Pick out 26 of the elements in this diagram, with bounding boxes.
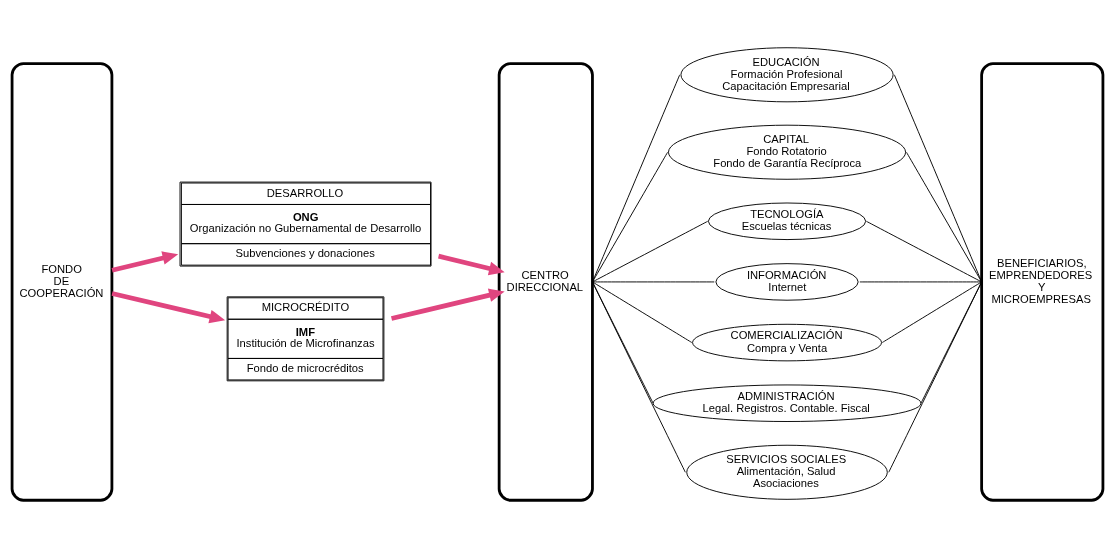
connector xyxy=(893,74,983,283)
arrow xyxy=(111,291,226,324)
connector xyxy=(881,281,983,344)
node-ellipse: TECNOLOGÍA Escuelas técnicas xyxy=(707,202,867,241)
connector xyxy=(592,151,669,283)
node-box: BENEFICIARIOS, EMPRENDEDORES Y MICROEMPRESAS xyxy=(980,62,1105,502)
connector xyxy=(592,281,686,473)
node-ellipse: COMERCIALIZACIÓN Compra y Venta xyxy=(692,323,882,362)
connector xyxy=(865,220,983,283)
connector xyxy=(592,220,709,283)
node-ellipse: EDUCACIÓN Formación Profesional Capacitación Empresarial xyxy=(680,47,894,103)
connector xyxy=(592,281,715,283)
node-ellipse: CAPITAL Fondo Rotatorio Fondo de Garantía Recíproca xyxy=(668,124,907,180)
connector xyxy=(906,151,983,283)
connector xyxy=(592,74,681,283)
node-box: FONDO DE COOPERACIÓN xyxy=(10,62,114,502)
arrow xyxy=(390,288,505,321)
node-ellipse: SERVICIOS SOCIALES Alimentación, Salud Asociaciones xyxy=(686,444,888,500)
connector xyxy=(592,281,693,344)
node-ellipse: INFORMACIÓN Internet xyxy=(715,263,859,301)
node-box: CENTRO DIRECCIONAL xyxy=(497,62,594,502)
arrow xyxy=(438,253,505,276)
connector xyxy=(859,281,983,283)
connector xyxy=(888,281,983,473)
arrow xyxy=(111,251,179,273)
node-ellipse: ADMINISTRACIÓN Legal. Registros. Contable. Fiscal xyxy=(652,384,922,422)
